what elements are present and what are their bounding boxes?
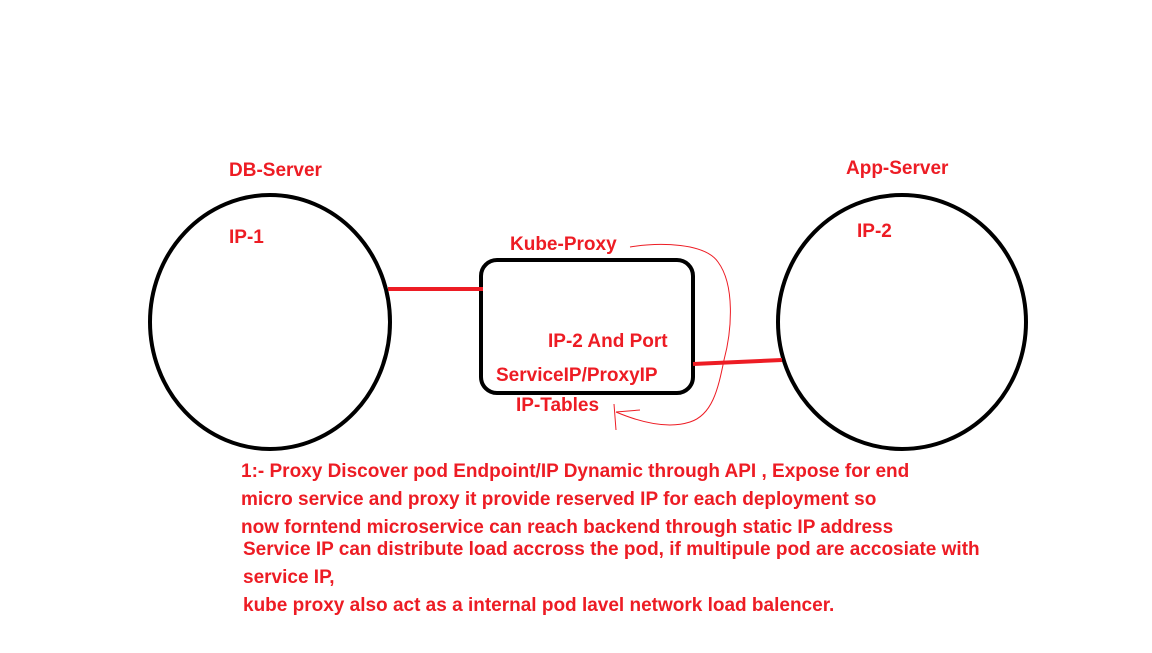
- ip-tables-label: IP-Tables: [516, 395, 600, 416]
- kube-proxy-box: [479, 258, 695, 395]
- db-server-title: DB-Server: [229, 160, 322, 181]
- note-block-1: 1:- Proxy Discover pod Endpoint/IP Dynam…: [241, 458, 909, 542]
- note-line: now forntend microservice can reach back…: [241, 517, 894, 538]
- app-server-ip: IP-2: [857, 221, 892, 242]
- db-server-circle: [148, 193, 392, 451]
- db-server-ip: IP-1: [229, 227, 264, 248]
- note-line: 1:- Proxy Discover pod Endpoint/IP Dynam…: [241, 461, 910, 482]
- note-line: service IP,: [243, 567, 335, 588]
- app-server-circle: [776, 193, 1028, 451]
- proxy-to-app-link: [692, 358, 783, 366]
- note-line: kube proxy also act as a internal pod la…: [243, 595, 835, 616]
- kube-proxy-service-ip: ServiceIP/ProxyIP: [496, 365, 658, 386]
- note-line: micro service and proxy it provide reser…: [241, 489, 877, 510]
- app-server-title: App-Server: [846, 158, 949, 179]
- arrowhead-icon: [613, 403, 641, 431]
- kube-proxy-ip-port: IP-2 And Port: [548, 331, 668, 352]
- note-block-2: Service IP can distribute load accross t…: [243, 536, 980, 620]
- iptables-loop-arrow: [615, 243, 731, 426]
- note-line: Service IP can distribute load accross t…: [243, 539, 980, 560]
- kube-proxy-title: Kube-Proxy: [510, 234, 617, 255]
